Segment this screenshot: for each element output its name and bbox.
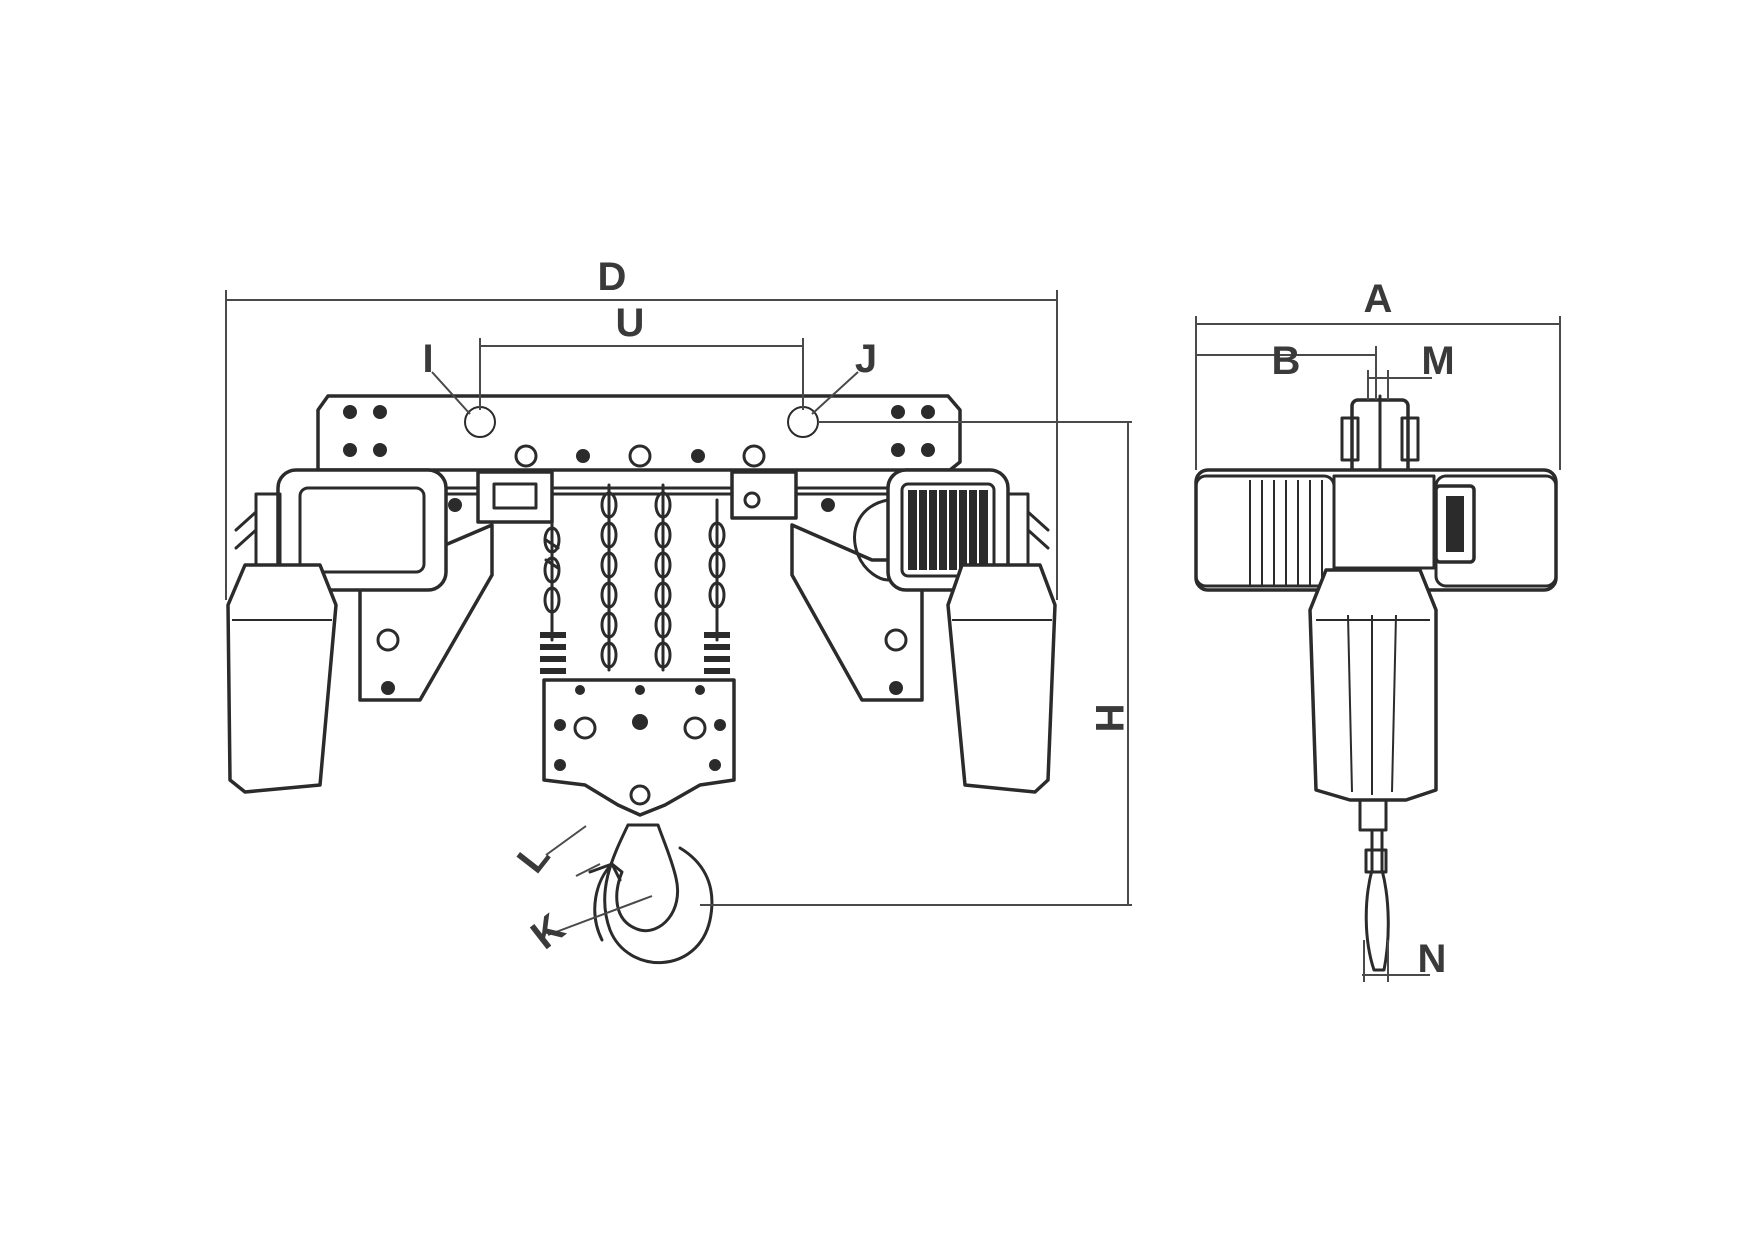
front-view — [226, 394, 1057, 964]
load-chains — [543, 483, 726, 672]
chain-springs — [540, 632, 730, 674]
left-motor — [276, 468, 448, 592]
left-control-box — [476, 470, 554, 524]
label-J: J — [855, 337, 877, 381]
label-A: A — [1364, 277, 1393, 321]
label-N: N — [1418, 937, 1447, 981]
dimension-lines-front — [225, 290, 1132, 936]
plate-holes — [514, 444, 766, 468]
label-M: M — [1421, 339, 1454, 383]
label-L: L — [509, 835, 559, 881]
label-B: B — [1272, 339, 1301, 383]
hook — [593, 823, 714, 964]
dimension-lines-side — [1195, 316, 1561, 982]
side-hook — [1364, 828, 1390, 972]
label-I: I — [422, 337, 433, 381]
trolley-plate — [316, 394, 962, 472]
right-gearbox — [946, 563, 1057, 794]
label-H: H — [1087, 704, 1131, 733]
label-K: K — [523, 905, 573, 958]
hook-block — [542, 678, 736, 817]
right-control-box — [730, 470, 798, 520]
plate-bolts — [343, 405, 935, 512]
label-U: U — [616, 301, 645, 345]
label-D: D — [598, 255, 627, 299]
side-view — [1194, 394, 1558, 972]
left-gearbox — [226, 563, 338, 794]
dimension-labels: D U I J H L K A B M N — [422, 255, 1454, 981]
